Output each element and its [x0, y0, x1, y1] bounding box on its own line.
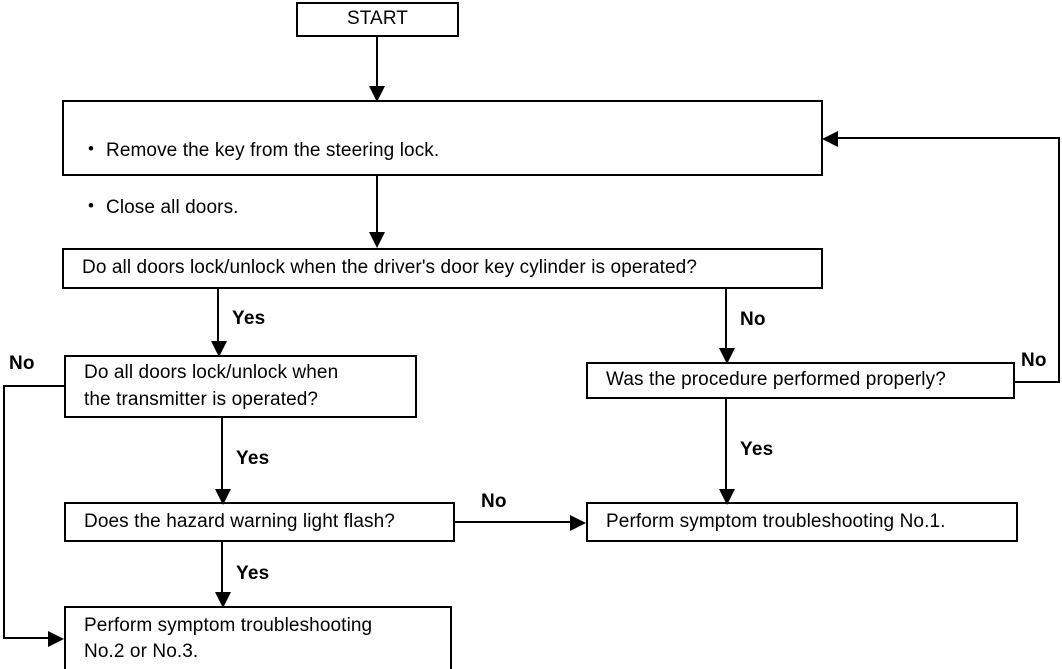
node-result-no1: Perform symptom troubleshooting No.1. — [586, 502, 1018, 542]
arrowhead-key-cylinder-yes — [211, 341, 227, 357]
connector-procedure-yes — [725, 399, 727, 489]
arrowhead-procedure-no-to-preparation — [822, 131, 838, 147]
node-preparation-bullet-1: Remove the key from the steering lock. — [88, 137, 821, 164]
connector-transmitter-yes — [221, 418, 223, 490]
node-start: START — [296, 2, 459, 37]
edge-label-procedure-yes: Yes — [740, 439, 774, 460]
connector-transmitter-no-vertical — [3, 385, 5, 638]
edge-label-hazard-yes: Yes — [236, 563, 270, 584]
node-question-procedure-label: Was the procedure performed properly? — [606, 369, 946, 391]
node-question-transmitter: Do all doors lock/unlock when the transm… — [64, 355, 417, 418]
arrowhead-transmitter-yes — [215, 489, 231, 505]
arrowhead-procedure-yes — [719, 489, 735, 505]
node-start-label: START — [346, 8, 409, 30]
arrowhead-transmitter-no-to-result-no23 — [48, 631, 64, 647]
connector-preparation-to-key-cylinder — [376, 176, 378, 233]
node-preparation: Remove the key from the steering lock. C… — [62, 100, 823, 218]
connector-transmitter-no-horizontal-out — [3, 385, 65, 387]
node-preparation-bullet-2: Close all doors. — [88, 194, 821, 221]
connector-key-cylinder-no — [725, 289, 727, 349]
connector-hazard-yes — [221, 542, 223, 593]
arrowhead-start-to-preparation — [369, 86, 385, 102]
arrowhead-hazard-no-to-result-no1 — [570, 515, 586, 531]
edge-label-hazard-no: No — [481, 491, 507, 512]
edge-label-transmitter-yes: Yes — [236, 448, 270, 469]
node-question-key-cylinder-label: Do all doors lock/unlock when the driver… — [82, 257, 698, 279]
node-result-no2-or-no3-label: Perform symptom troubleshooting No.2 or … — [84, 614, 373, 662]
connector-start-to-preparation — [376, 37, 378, 93]
arrowhead-hazard-yes — [215, 592, 231, 608]
edge-label-transmitter-no: No — [9, 353, 35, 374]
node-question-hazard-label: Does the hazard warning light flash? — [84, 510, 395, 532]
node-result-no2-or-no3: Perform symptom troubleshooting No.2 or … — [64, 606, 452, 669]
node-question-transmitter-label: Do all doors lock/unlock when the transm… — [84, 362, 339, 410]
edge-label-procedure-no: No — [1021, 350, 1047, 371]
edge-label-key-cylinder-yes: Yes — [232, 308, 266, 329]
node-question-key-cylinder: Do all doors lock/unlock when the driver… — [62, 248, 823, 289]
arrowhead-preparation-to-key-cylinder — [369, 232, 385, 248]
edge-label-key-cylinder-no: No — [740, 309, 766, 330]
connector-transmitter-no-horizontal-in — [3, 637, 51, 639]
connector-hazard-no — [455, 521, 571, 523]
connector-procedure-no-horizontal-out — [1014, 381, 1060, 383]
node-result-no1-label: Perform symptom troubleshooting No.1. — [606, 510, 946, 532]
connector-procedure-no-horizontal-in — [838, 137, 1060, 139]
node-question-hazard: Does the hazard warning light flash? — [64, 502, 455, 542]
node-question-procedure: Was the procedure performed properly? — [586, 362, 1015, 399]
connector-procedure-no-vertical — [1058, 137, 1060, 383]
connector-key-cylinder-yes — [217, 289, 219, 342]
arrowhead-key-cylinder-no — [719, 348, 735, 364]
